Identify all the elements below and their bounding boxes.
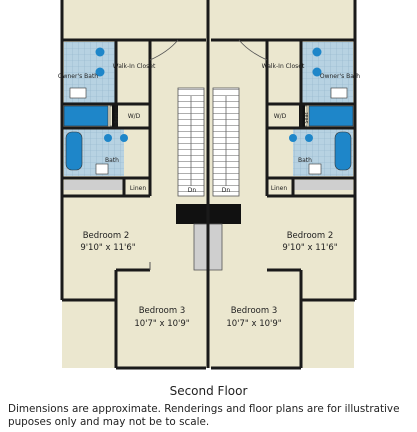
bedroom-3-name: Bedroom 3 <box>139 306 186 316</box>
toilet-icon <box>69 87 87 99</box>
bedroom-2-dims: 9'10" x 11'6" <box>80 243 135 253</box>
sink-icon <box>289 134 297 142</box>
bedroom-3-right <box>211 272 301 368</box>
bathtub-icon <box>65 131 83 171</box>
walk-in-closet-right <box>267 42 299 100</box>
owners-bath-label: Owner's Bath <box>58 73 98 80</box>
owners-bath-label: Owner's Bath <box>320 73 360 80</box>
seat-label: Seat <box>114 112 120 123</box>
bedroom-3-name: Bedroom 3 <box>231 306 278 316</box>
walk-in-closet-text: Walk-In Closet <box>113 63 156 70</box>
sink-icon <box>104 134 112 142</box>
bedroom-3-dims: 10'7" x 10'9" <box>134 319 189 329</box>
walk-in-closet-left <box>118 42 150 100</box>
bedroom-2-name: Bedroom 2 <box>83 231 130 241</box>
labels-right: Walk-In Closet Owner's Bath W/D Bath Lin… <box>222 63 361 329</box>
sink-icon <box>95 47 105 57</box>
right-unit <box>211 0 357 370</box>
dn-label: Dn <box>222 187 231 194</box>
bedroom-2-dims: 9'10" x 11'6" <box>282 243 337 253</box>
walk-in-closet-label: Walk-In Closet <box>262 63 305 70</box>
bedroom-3-dims: 10'7" x 10'9" <box>226 319 281 329</box>
left-unit <box>60 0 206 370</box>
wd-closet-right <box>267 104 299 128</box>
linen-right <box>267 180 291 194</box>
wd-label: W/D <box>274 113 287 120</box>
linen-label: Linen <box>130 185 147 192</box>
seat-label: Seat <box>304 112 310 123</box>
bedroom-3-left <box>116 272 206 368</box>
toilet-icon <box>95 163 109 175</box>
bathtub-icon <box>334 131 352 171</box>
walk-in-closet-label: Walk-In Closet <box>113 63 156 70</box>
dn-label: Dn <box>188 187 197 194</box>
shower-icon <box>63 105 109 127</box>
sink-icon <box>312 67 322 77</box>
linen-label: Linen <box>271 185 288 192</box>
wd-label: W/D <box>128 113 141 120</box>
bath-label: Bath <box>298 157 312 164</box>
floor-plan: Walk-In Closet Owner's Bath W/D Bath Lin… <box>58 0 361 370</box>
wd-closet-left <box>118 104 150 128</box>
toilet-icon <box>330 87 348 99</box>
shower-icon <box>308 105 354 127</box>
disclaimer-text: Dimensions are approximate. Renderings a… <box>8 403 400 428</box>
floor-title: Second Floor <box>169 384 248 398</box>
bath-label: Bath <box>105 157 119 164</box>
toilet-icon <box>308 163 322 175</box>
sink-icon <box>312 47 322 57</box>
sink-icon <box>95 67 105 77</box>
sink-icon <box>305 134 313 142</box>
labels-left: Walk-In Closet Owner's Bath W/D Bath Lin… <box>58 63 197 329</box>
bedroom-2-name: Bedroom 2 <box>287 231 334 241</box>
linen-left <box>126 180 150 194</box>
sink-icon <box>120 134 128 142</box>
